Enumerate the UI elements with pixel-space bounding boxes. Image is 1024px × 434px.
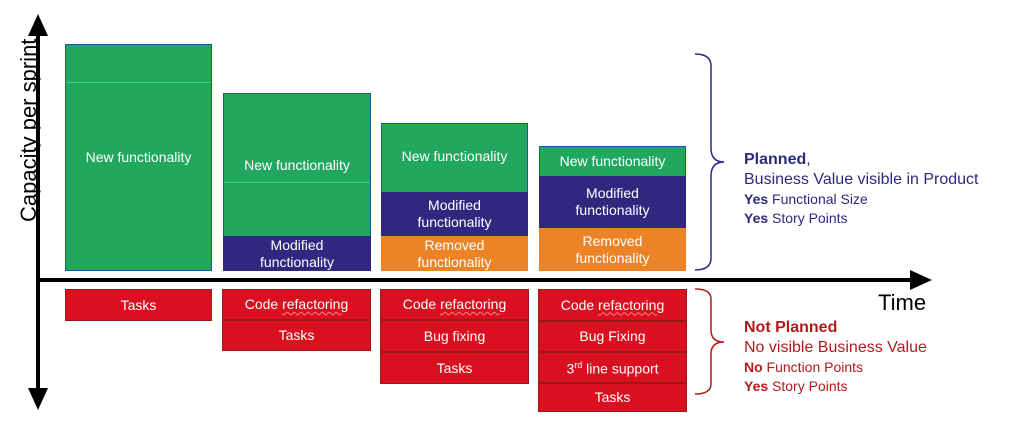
- s4-new-functionality: New functionality: [539, 146, 686, 176]
- s2-tasks-label: Tasks: [278, 327, 315, 343]
- not-planned-title: Not Planned: [744, 319, 838, 336]
- s3-refactoring-label: Code refactoring: [402, 296, 507, 312]
- s2-refactoring-label: Code refactoring: [244, 296, 349, 312]
- s4-removed-label: Removed functionality: [575, 232, 650, 266]
- planned-legend: Planned, Business Value visible in Produ…: [744, 150, 979, 228]
- planned-title: Planned: [744, 151, 807, 168]
- s3-bugfix-label: Bug fixing: [423, 327, 486, 344]
- not-planned-line3-rest: Story Points: [768, 378, 848, 394]
- s3-removed-functionality: Removed functionality: [381, 236, 528, 271]
- s2-new-label: New functionality: [244, 156, 350, 173]
- s3-code-refactoring: Code refactoring: [380, 289, 529, 320]
- y-axis-label: Capacity per sprint: [16, 38, 41, 222]
- s4-support-label: 3rd line support: [566, 360, 659, 377]
- not-planned-brace: [694, 288, 725, 395]
- s4-bugfix-label: Bug Fixing: [579, 328, 646, 344]
- s3-bug-fixing: Bug fixing: [380, 320, 529, 352]
- x-axis-arrow: [910, 270, 932, 290]
- s4-new-label: New functionality: [559, 153, 666, 169]
- s2-tasks: Tasks: [222, 320, 371, 351]
- s4-tasks: Tasks: [538, 383, 687, 412]
- s3-removed-label: Removed functionality: [417, 236, 492, 270]
- x-axis-label: Time: [878, 290, 927, 315]
- not-planned-line1: No visible Business Value: [744, 339, 927, 356]
- planned-line2-rest: Functional Size: [768, 191, 868, 207]
- planned-title-suffix: ,: [806, 151, 811, 168]
- s1-tasks: Tasks: [65, 289, 212, 321]
- s4-modified-label: Modified functionality: [575, 185, 650, 218]
- not-planned-line2-rest: Function Points: [762, 359, 864, 375]
- s4-third-line-support: 3rd line support: [538, 352, 687, 383]
- s2-modified-label: Modified functionality: [260, 236, 334, 270]
- s2-code-refactoring: Code refactoring: [222, 289, 371, 320]
- s1-tasks-label: Tasks: [120, 296, 157, 313]
- not-planned-line2-bold: No: [744, 359, 763, 375]
- y-axis-arrow-down: [28, 388, 48, 410]
- s4-bug-fixing: Bug Fixing: [538, 321, 687, 352]
- s3-tasks: Tasks: [380, 352, 529, 384]
- s3-tasks-label: Tasks: [436, 359, 473, 376]
- s4-tasks-label: Tasks: [594, 389, 631, 405]
- s4-code-refactoring: Code refactoring: [538, 289, 687, 321]
- s4-removed-functionality: Removed functionality: [539, 228, 686, 271]
- s3-modified-functionality: Modified functionality: [381, 192, 528, 236]
- s3-new-functionality: New functionality: [381, 123, 528, 192]
- s3-modified-label: Modified functionality: [417, 197, 492, 230]
- not-planned-line3-bold: Yes: [744, 378, 769, 394]
- planned-line3-bold: Yes: [744, 210, 769, 226]
- not-planned-legend: Not Planned No visible Business Value No…: [744, 318, 927, 396]
- s4-refactoring-label: Code refactoring: [560, 296, 665, 313]
- planned-line3-rest: Story Points: [768, 210, 848, 226]
- s2-new-functionality: New functionality: [223, 93, 371, 236]
- planned-brace: [694, 53, 725, 271]
- s4-modified-functionality: Modified functionality: [539, 176, 686, 228]
- y-axis-arrow-up: [28, 14, 48, 36]
- s1-new-functionality: New functionality: [65, 44, 212, 271]
- s2-modified-functionality: Modified functionality: [223, 236, 371, 271]
- planned-line2-bold: Yes: [744, 191, 769, 207]
- planned-line1: Business Value visible in Product: [744, 171, 979, 188]
- s3-new-label: New functionality: [401, 147, 508, 164]
- s1-new-label: New functionality: [85, 149, 192, 165]
